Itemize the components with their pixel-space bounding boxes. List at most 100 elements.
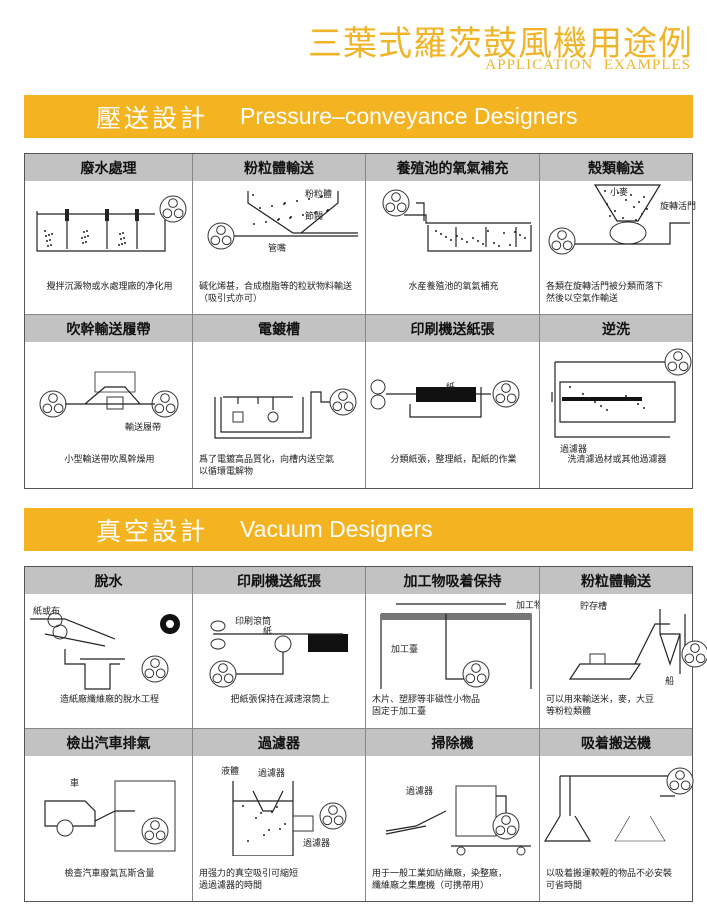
caption-line: 可以用來輸送米，麥，大豆 — [546, 695, 655, 705]
diagram-label: 加工物 — [516, 601, 544, 611]
example-diagram — [36, 195, 187, 252]
diagram-label: 車 — [70, 779, 80, 789]
diagram-label: 過濾器 — [303, 839, 331, 849]
example-cell: 以吸着搬運較輕的物品不必安裝可省時間 — [539, 756, 694, 901]
diagram-label: 過濾器 — [258, 769, 286, 779]
caption-line: 小型輸送帶吹風幹燥用 — [64, 455, 155, 465]
example-title: 過濾器 — [192, 728, 365, 756]
blower-icon — [681, 640, 707, 668]
caption-line: 可省時間 — [546, 881, 583, 891]
example-title: 印刷機送紙張 — [365, 314, 539, 342]
blower-icon — [151, 390, 179, 418]
example-caption: 水産養殖池的氧氣補充 — [372, 281, 535, 293]
example-diagram — [207, 191, 358, 250]
example-caption: 造紙廠纖維廠的脫水工程 — [31, 694, 188, 706]
example-title: 粉粒體輸送 — [192, 154, 365, 181]
caption-line: 水産養殖池的氧氣補充 — [408, 282, 499, 292]
blower-icon — [548, 227, 576, 255]
blower-icon — [39, 390, 67, 418]
diagram-label: 過濾器 — [406, 787, 434, 797]
blower-icon — [462, 660, 490, 688]
example-caption: 用于一般工業如紡織廠，染整廠， 纖維廠之集塵機（可携帶用） — [372, 868, 535, 892]
caption-line: 以循環電解物 — [199, 467, 254, 477]
pressure-examples-grid: 廢水處理粉粒體輸送養殖池的氧氣補充殼類輸送攪拌沉澱物或水處理廠的净化用粉粒體節閥… — [24, 153, 696, 489]
section-bar-vacuum: 真空設計 Vacuum Designers — [24, 508, 693, 551]
example-caption: 分類紙張，整理紙，配紙的作業 — [372, 454, 535, 466]
example-diagram — [382, 189, 532, 252]
caption-line: 碱化烯甚，合成樹脂等的粒狀物料輸送 — [199, 282, 353, 292]
diagram-label: 印刷滾筒 — [235, 617, 272, 627]
example-title: 吹幹輸送履帶 — [25, 314, 192, 342]
example-cell: 液體過濾器過濾器用强力的真空吸引可縮短過過濾器的時間 — [192, 756, 365, 901]
example-title: 廢水處理 — [25, 154, 192, 181]
diagram-label: 液體 — [221, 767, 240, 777]
caption-line: 各類在旋轉活門被分類而落下 — [546, 282, 664, 292]
example-diagram — [30, 612, 180, 690]
diagram-label: 粉粒體 — [305, 190, 333, 200]
example-caption: 攪拌沉澱物或水處理廠的净化用 — [31, 281, 188, 293]
example-diagram — [44, 780, 176, 852]
example-caption: 用强力的真空吸引可縮短過過濾器的時間 — [199, 868, 361, 892]
example-caption: 檢查汽車廢氣瓦斯含量 — [31, 868, 188, 880]
example-caption: 洗清濾過材或其他過濾器 — [546, 454, 688, 466]
example-cell: 車檢查汽車廢氣瓦斯含量 — [25, 756, 192, 901]
blower-icon — [666, 767, 694, 795]
example-title: 印刷機送紙張 — [192, 567, 365, 594]
caption-line: 把紙張保持在減速滾筒上 — [230, 695, 330, 705]
example-diagram — [551, 348, 692, 438]
example-title: 養殖池的氧氣補充 — [365, 154, 539, 181]
example-cell: 輸送履帶小型輸送帶吹風幹燥用 — [25, 342, 192, 488]
example-cell: 小麥旋轉活門各類在旋轉活門被分類而落下然後以空氣作輸送 — [539, 181, 696, 314]
diagram-label: 輸送履帶 — [125, 423, 162, 433]
diagram-label: 紙 — [263, 627, 273, 637]
page-subtitle: APPLICATION EXAMPLES — [485, 57, 691, 73]
example-title: 逆洗 — [539, 314, 692, 342]
example-caption: 以吸着搬運較輕的物品不必安裝可省時間 — [546, 868, 688, 892]
example-title: 掃除機 — [365, 728, 539, 756]
blower-icon — [492, 380, 520, 408]
page-title: 三葉式羅茨鼓風機用途例 — [308, 24, 693, 64]
blower-icon — [319, 802, 347, 830]
blower-icon — [141, 817, 169, 845]
example-cell: 紙或布造紙廠纖維廠的脫水工程 — [25, 594, 192, 728]
example-title: 加工物吸着保持 — [365, 567, 539, 594]
example-diagram — [209, 620, 348, 688]
blower-icon — [382, 189, 410, 217]
example-diagram — [380, 603, 532, 689]
caption-line: 固定于加工臺 — [372, 707, 427, 717]
example-title: 殼類輸送 — [539, 154, 692, 181]
caption-line: 然後以空氣作輸送 — [546, 294, 619, 304]
caption-line: 洗清濾過材或其他過濾器 — [567, 455, 667, 465]
caption-line: 分類紙張，整理紙，配紙的作業 — [390, 455, 517, 465]
caption-line: 纖維廠之集塵機（可携帶用） — [372, 881, 490, 891]
example-title: 檢出汽車排氣 — [25, 728, 192, 756]
example-diagram — [232, 781, 347, 856]
section-title-en: Vacuum Designers — [240, 516, 433, 542]
diagram-label: 紙或布 — [33, 607, 61, 617]
example-diagram — [370, 379, 520, 418]
caption-line: 檢查汽車廢氣瓦斯含量 — [64, 869, 155, 879]
diagram-label: 過濾器 — [560, 445, 588, 455]
blower-icon — [207, 222, 235, 250]
example-title: 電鍍槽 — [192, 314, 365, 342]
example-cell: 加工物加工臺木片、塑膠等非磁性小物品固定于加工臺 — [365, 594, 543, 728]
example-cell: 粉粒體節閥管嘴碱化烯甚，合成樹脂等的粒狀物料輸送（吸引式亦可） — [192, 181, 365, 314]
blower-icon — [209, 660, 237, 688]
caption-line: 造紙廠纖維廠的脫水工程 — [59, 695, 159, 705]
example-caption: 把紙張保持在減速滾筒上 — [199, 694, 361, 706]
caption-line: 木片、塑膠等非磁性小物品 — [372, 695, 481, 705]
caption-line: 用于一般工業如紡織廠，染整廠， — [372, 869, 508, 879]
example-cell: 過濾器洗清濾過材或其他過濾器 — [539, 342, 692, 488]
example-caption: 碱化烯甚，合成樹脂等的粒狀物料輸送（吸引式亦可） — [199, 281, 361, 305]
caption-line: 以吸着搬運較輕的物品不必安裝 — [546, 869, 673, 879]
blower-icon — [329, 388, 357, 416]
example-title: 吸着搬送機 — [539, 728, 692, 756]
section-bar-pressure: 壓送設計 Pressure–conveyance Designers — [24, 95, 693, 138]
example-caption: 小型輸送帶吹風幹燥用 — [31, 454, 188, 466]
blower-icon — [159, 195, 187, 223]
example-cell: 貯存槽船可以用來輸送米，麥，大豆等粉粒類體 — [539, 594, 707, 728]
example-title: 脫水 — [25, 567, 192, 594]
example-diagram — [214, 388, 357, 439]
caption-line: 爲了電鍍高品質化，向槽内送空氣 — [199, 455, 335, 465]
